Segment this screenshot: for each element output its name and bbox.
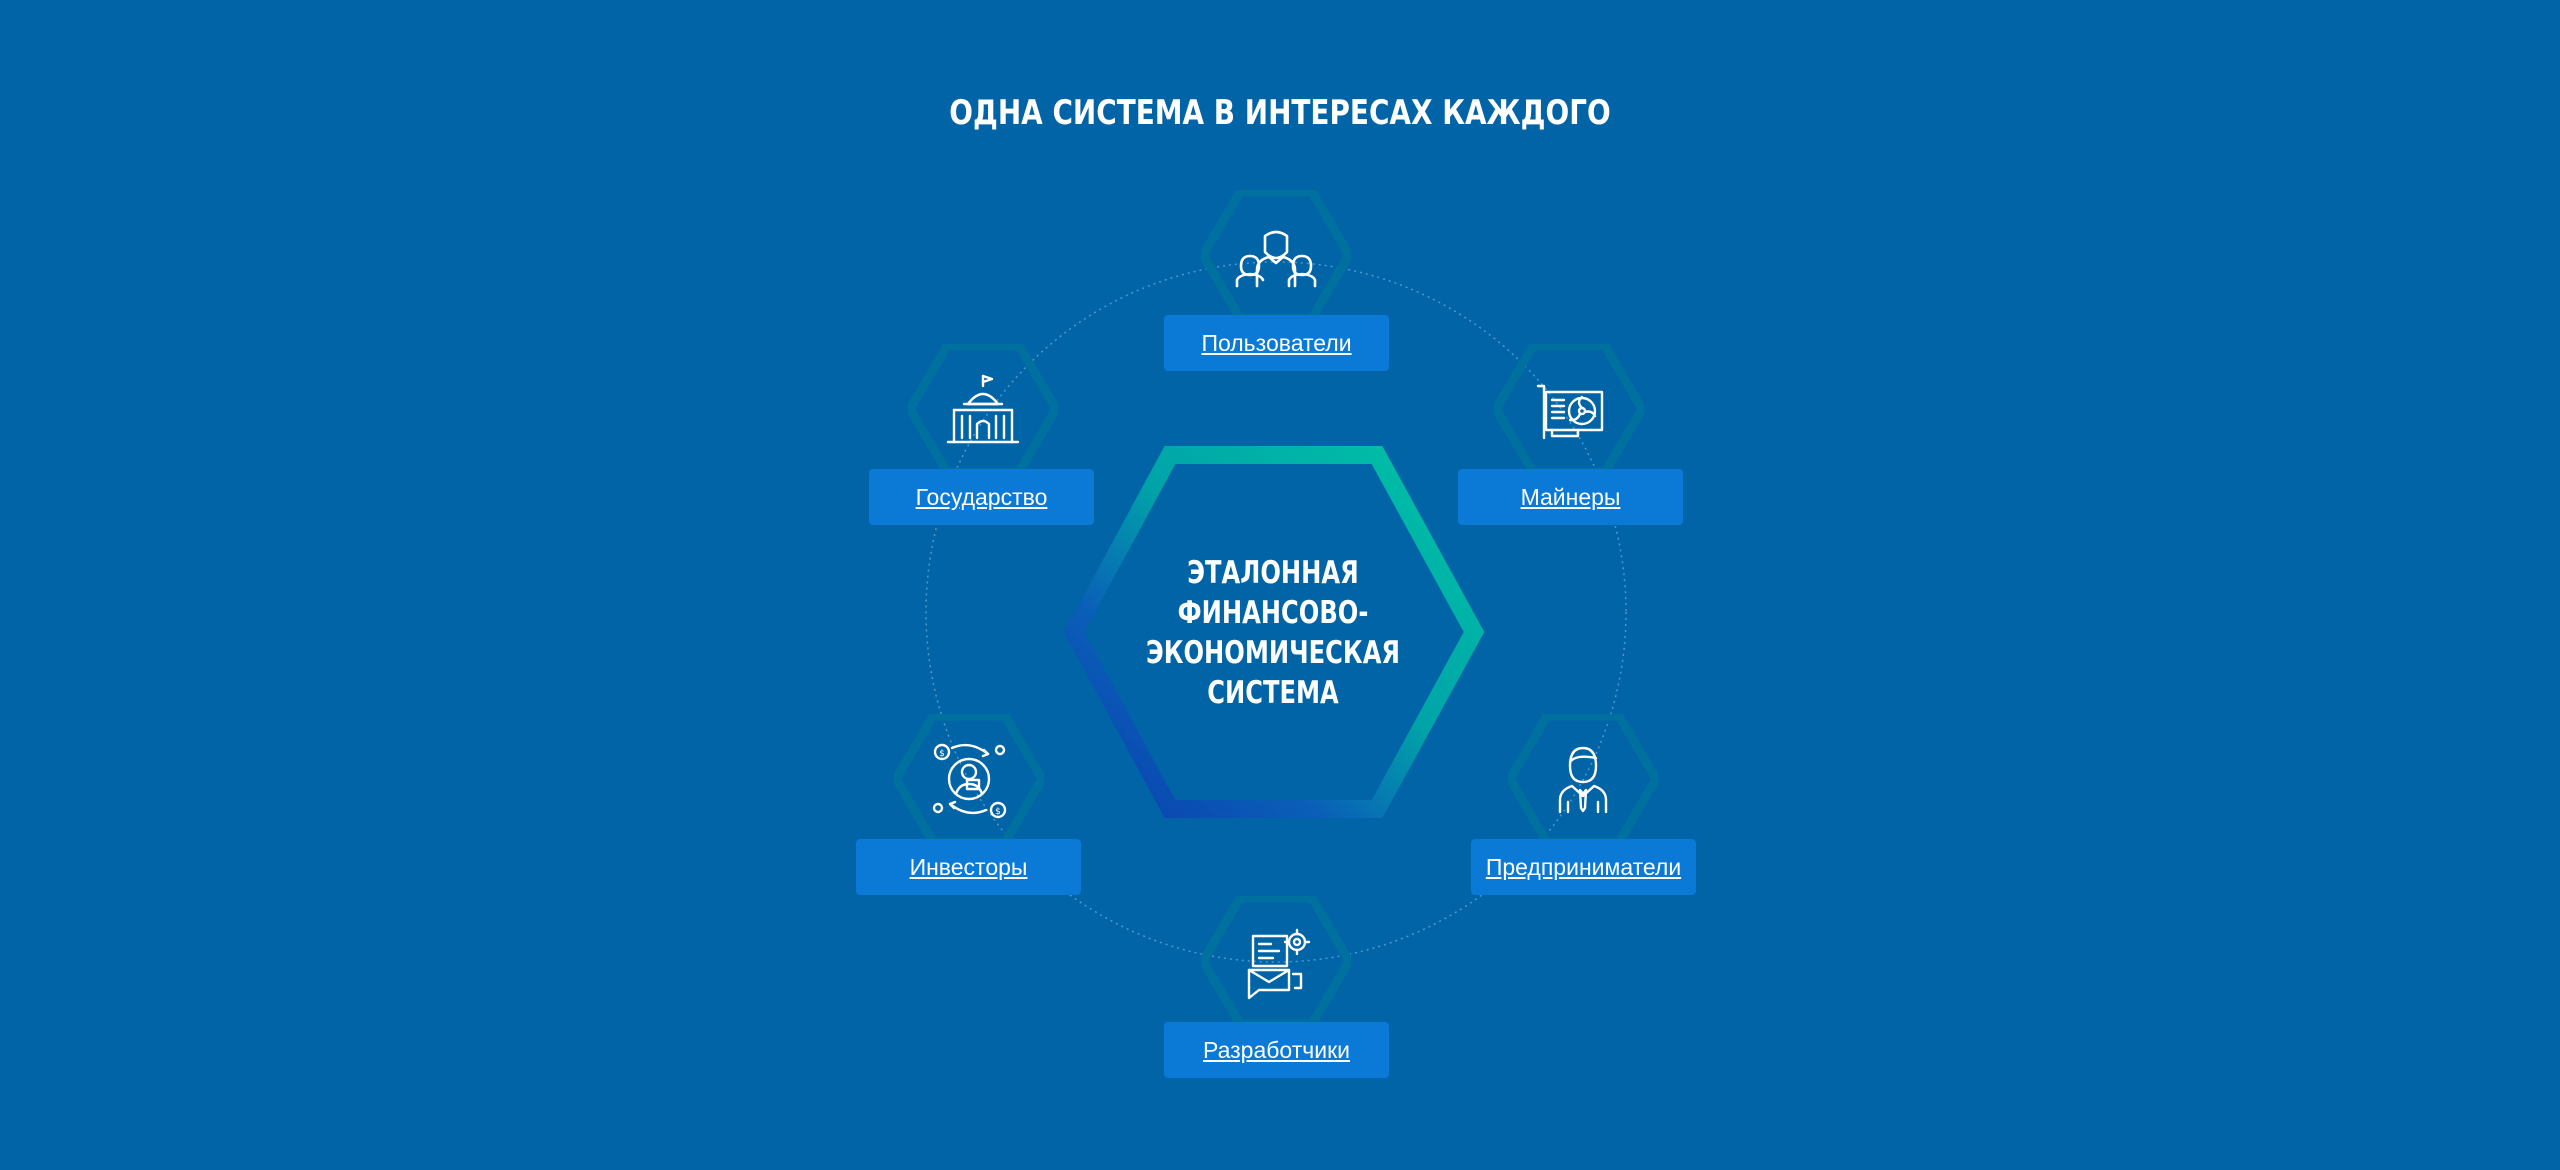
page-title: ОДНА СИСТЕМА В ИНТЕРЕСАХ КАЖДОГО	[949, 93, 1611, 133]
orbit-circle	[925, 261, 1627, 963]
graphics-card-icon	[1494, 344, 1644, 474]
government-building-icon	[908, 344, 1058, 474]
central-label-line: ФИНАНСОВО-	[1177, 595, 1369, 631]
developer-code-icon	[1201, 896, 1351, 1026]
svg-text:$: $	[995, 807, 1001, 817]
entrepreneurs-button[interactable]: Предприниматели	[1471, 839, 1696, 895]
central-hexagon	[1063, 446, 1485, 818]
miners-button[interactable]: Майнеры	[1458, 469, 1683, 525]
central-label-line: ЭТАЛОННАЯ	[1187, 555, 1359, 591]
users-button[interactable]: Пользователи	[1164, 315, 1389, 371]
central-label-line: ЭКОНОМИЧЕСКАЯ	[1145, 635, 1401, 671]
government-button[interactable]: Государство	[869, 469, 1094, 525]
investors-button[interactable]: Инвесторы	[856, 839, 1081, 895]
developers-button[interactable]: Разработчики	[1164, 1022, 1389, 1078]
investor-exchange-icon: $ $	[894, 714, 1044, 844]
svg-text:$: $	[939, 749, 945, 759]
businessman-icon	[1508, 714, 1658, 844]
central-label-line: СИСТЕМА	[1207, 675, 1339, 711]
central-system-label: ЭТАЛОННАЯ ФИНАНСОВО- ЭКОНОМИЧЕСКАЯ СИСТЕ…	[1117, 548, 1429, 718]
users-group-icon	[1201, 190, 1351, 320]
